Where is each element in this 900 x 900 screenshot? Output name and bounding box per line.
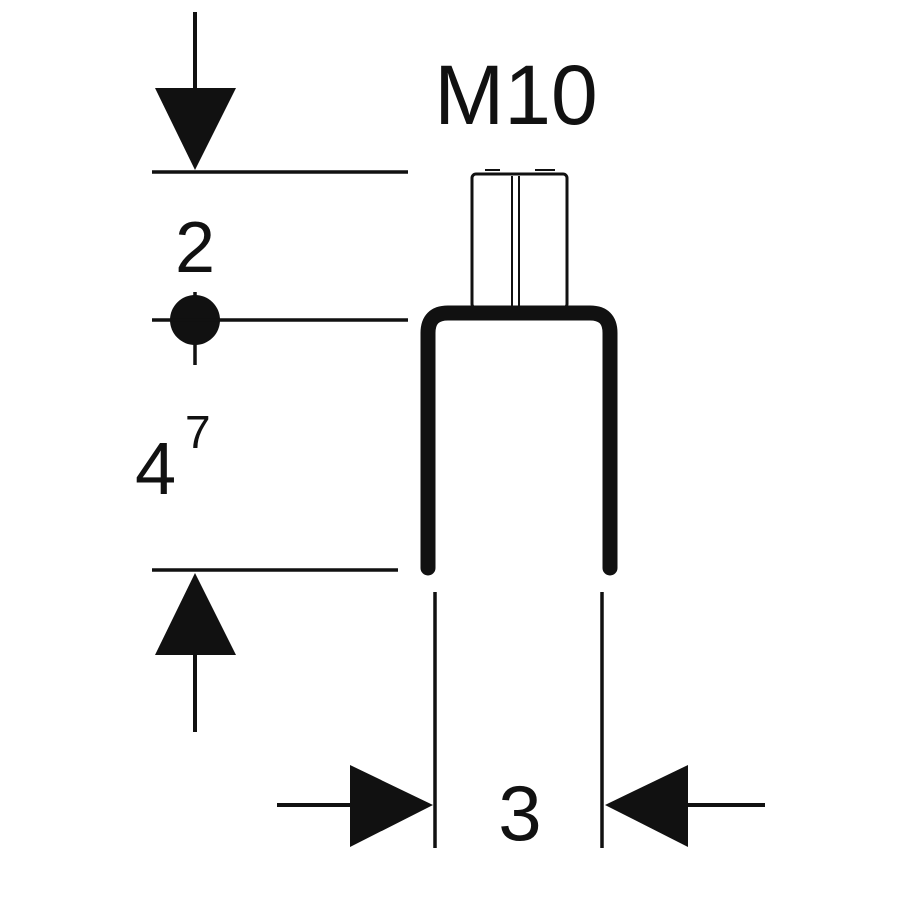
- reference-point-marker: [170, 292, 220, 365]
- u-bracket: [420, 305, 618, 576]
- top-arrowhead: [155, 88, 236, 170]
- threaded-stud: [470, 169, 569, 310]
- height-dimension-base: 4: [135, 427, 176, 510]
- bottom-arrowhead: [155, 573, 236, 655]
- width-arrow-right: [605, 765, 765, 847]
- bottom-dimension-arrow: [155, 573, 236, 732]
- width-dimension-label: 3: [498, 769, 541, 857]
- width-arrow-left: [277, 765, 433, 847]
- width-arrowhead-right: [605, 765, 688, 847]
- width-arrowhead-left: [350, 765, 433, 847]
- height-dimension-label: 4: [135, 427, 176, 510]
- top-dimension-arrow: [155, 12, 236, 170]
- top-dimension-label: 2: [175, 208, 215, 288]
- height-dimension-superscript: 7: [185, 406, 211, 458]
- thread-label: M10: [434, 48, 597, 142]
